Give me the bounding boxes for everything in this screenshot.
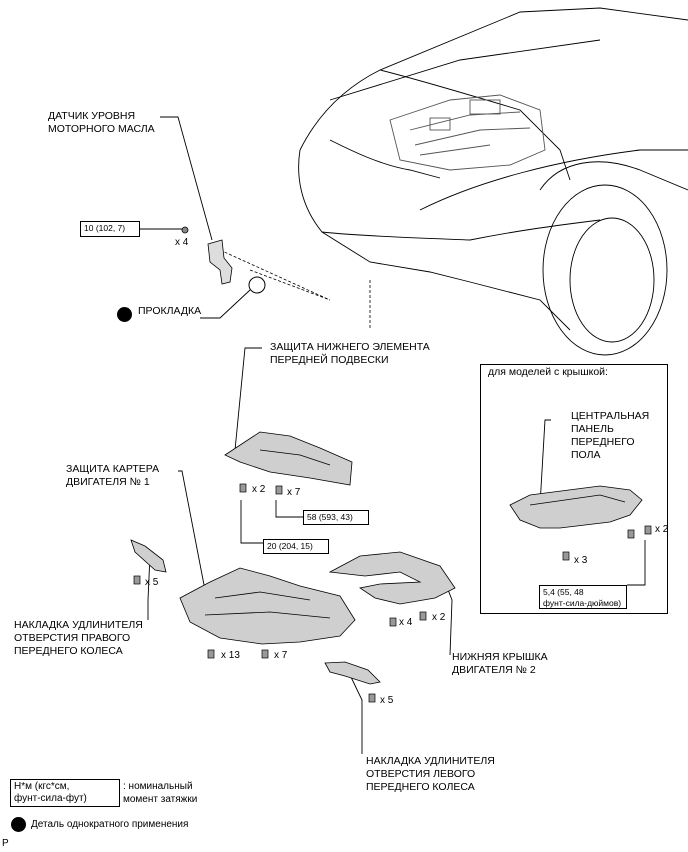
label-cover2-1: НИЖНЯЯ КРЫШКА [452, 651, 548, 663]
torque-center-panel: 5,4 (55, 48 фунт-сила-дюймов) [539, 585, 627, 609]
legend-torque-line-2: фунт-сила-фут) [14, 793, 87, 804]
car-outline [299, 7, 688, 151]
label-left-ext-1: НАКЛАДКА УДЛИНИТЕЛЯ [366, 755, 495, 767]
oil-sensor-part [181, 226, 233, 285]
label-center-panel-2: ПАНЕЛЬ [571, 423, 614, 435]
label-left-ext-3: ПЕРЕДНЕГО КОЛЕСА [366, 781, 475, 793]
legend-torque-desc-2: момент затяжки [123, 794, 198, 805]
label-right-ext-2: ОТВЕРСТИЯ ПРАВОГО [14, 632, 131, 644]
label-right-ext-3: ПЕРЕДНЕГО КОЛЕСА [14, 645, 123, 657]
label-susp-cover-1: ЗАЩИТА НИЖНЕГО ЭЛЕМЕНТА [270, 341, 430, 353]
label-right-ext-1: НАКЛАДКА УДЛИНИТЕЛЯ [14, 619, 143, 631]
count-crank-b: x 7 [274, 650, 288, 661]
label-oil-sensor-1: ДАТЧИК УРОВНЯ [48, 110, 136, 122]
center-panel-part [509, 485, 643, 529]
count-susp-b: x 7 [287, 487, 301, 498]
count-right-ext: x 5 [145, 577, 159, 588]
legend-single-use: Деталь однократного применения [31, 819, 189, 830]
legend-torque-line-1: Н*м (кгс*см, [14, 781, 70, 792]
legend-torque-desc-1: : номинальный [123, 781, 193, 792]
torque-susp-a: 58 (593, 43) [303, 510, 369, 525]
single-use-dot-gasket [117, 307, 132, 322]
label-cover2-2: ДВИГАТЕЛЯ № 2 [452, 664, 536, 676]
inset-covered-models [480, 364, 668, 614]
inset-title: для моделей с крышкой: [488, 366, 608, 378]
torque-center-panel-line-1: 5,4 (55, 48 [543, 587, 584, 597]
count-inset-b: x 2 [655, 524, 669, 535]
label-center-panel-3: ПЕРЕДНЕГО [571, 436, 635, 448]
label-crankcase-2: ДВИГАТЕЛЯ № 1 [66, 476, 150, 488]
bolts [133, 483, 652, 703]
left-ext-part [324, 661, 381, 685]
label-gasket: ПРОКЛАДКА [138, 305, 202, 317]
torque-susp-b: 20 (204, 15) [263, 539, 329, 554]
count-inset-a: x 3 [574, 555, 588, 566]
label-crankcase-1: ЗАЩИТА КАРТЕРА [66, 463, 160, 475]
count-sensor: x 4 [175, 237, 189, 248]
label-center-panel-4: ПОЛА [571, 449, 601, 461]
crankcase-guard-part [179, 567, 356, 645]
torque-sensor: 10 (102, 7) [80, 221, 140, 237]
count-susp-a: x 2 [252, 484, 266, 495]
count-left-ext: x 5 [380, 695, 394, 706]
leader-oil-sensor [160, 116, 213, 241]
legend-single-use-dot [11, 817, 26, 832]
gasket-ring [248, 276, 266, 294]
right-ext-part [130, 539, 167, 573]
label-susp-cover-2: ПЕРЕДНЕЙ ПОДВЕСКИ [270, 354, 389, 366]
count-cover2-a: x 4 [399, 617, 413, 628]
footer-code: P [2, 838, 9, 849]
count-crank-a: x 13 [221, 650, 240, 661]
front-susp-cover-part [224, 431, 353, 486]
label-center-panel-1: ЦЕНТРАЛЬНАЯ [571, 410, 650, 422]
torque-center-panel-line-2: фунт-сила-дюймов) [543, 598, 622, 608]
legend-torque-box: Н*м (кгс*см, фунт-сила-фут) [10, 779, 120, 807]
engine-cover2-part [328, 551, 456, 605]
front-wheel [542, 184, 668, 356]
label-oil-sensor-2: МОТОРНОГО МАСЛА [48, 123, 155, 135]
count-cover2-b: x 2 [432, 612, 446, 623]
label-left-ext-2: ОТВЕРСТИЯ ЛЕВОГО [366, 768, 476, 780]
